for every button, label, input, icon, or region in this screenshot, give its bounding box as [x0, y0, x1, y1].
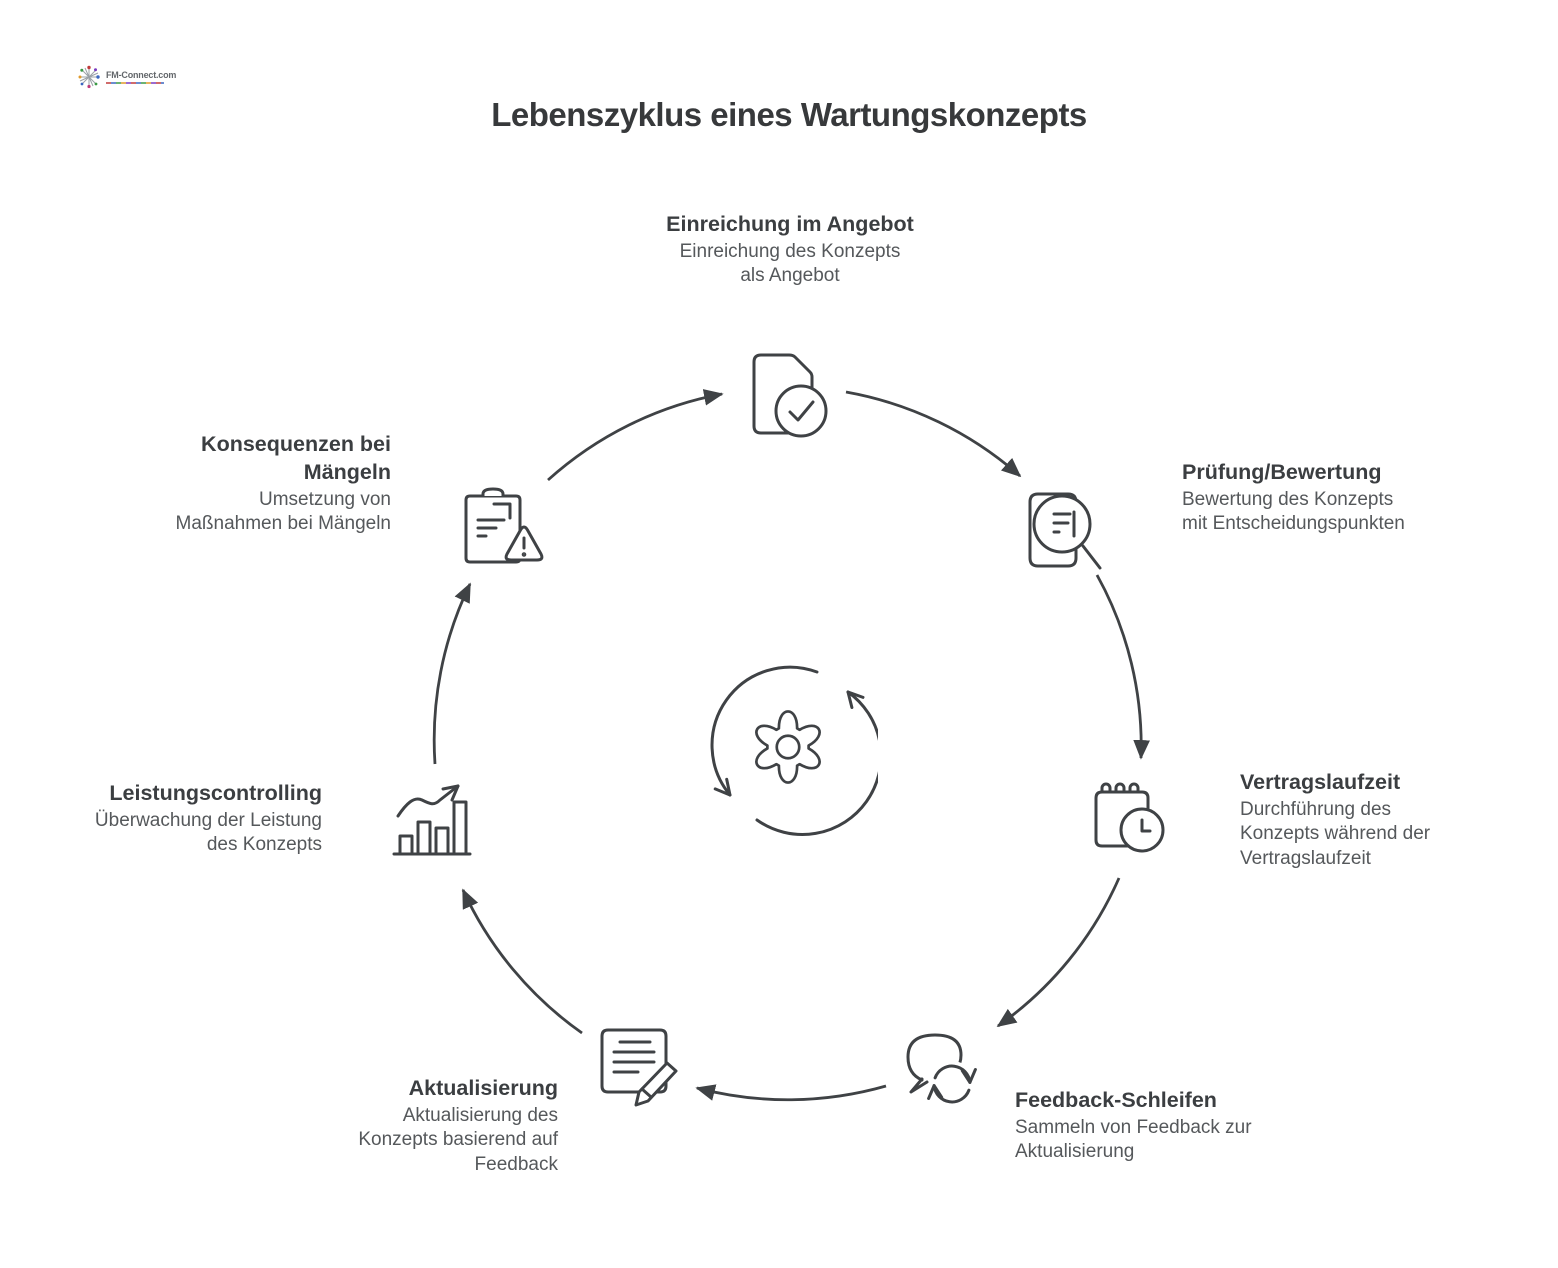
document-magnifier-icon	[1028, 492, 1102, 570]
logo-starburst-icon	[78, 65, 100, 89]
stage-konsequenzen: Konsequenzen bei Mängeln Umsetzung von M…	[110, 430, 391, 537]
stage-title: Feedback-Schleifen	[1015, 1088, 1217, 1112]
stage-description: Umsetzung von Maßnahmen bei Mängeln	[175, 489, 391, 535]
stage-einreichung: Einreichung im Angebot Einreichung des K…	[565, 210, 1015, 289]
stage-title: Leistungscontrolling	[109, 781, 322, 805]
arrow-aktualisierung-to-controlling	[461, 888, 583, 1035]
stage-title: Vertragslaufzeit	[1240, 770, 1401, 794]
stage-description: Aktualisierung des Konzepts basierend au…	[358, 1105, 558, 1175]
stage-title: Einreichung im Angebot	[666, 212, 914, 236]
arrow-vertrag-to-feedback	[996, 877, 1121, 1028]
stage-feedback: Feedback-Schleifen Sammeln von Feedback …	[1015, 1086, 1345, 1165]
stage-title: Aktualisierung	[408, 1076, 558, 1100]
document-pencil-icon	[600, 1028, 678, 1107]
arrow-einreichung-to-pruefung	[845, 390, 1022, 478]
stage-vertragslaufzeit: Vertragslaufzeit Durchführung des Konzep…	[1240, 768, 1520, 871]
stage-title: Konsequenzen bei Mängeln	[201, 432, 391, 484]
calendar-clock-icon	[1094, 782, 1165, 853]
arrow-konsequenzen-to-einreichung	[547, 389, 724, 482]
arrow-controlling-to-konsequenzen	[432, 582, 472, 765]
stage-leistungscontrolling: Leistungscontrolling Überwachung der Lei…	[40, 779, 322, 858]
logo-text: FM-Connect.com	[106, 70, 177, 80]
document-check-icon	[752, 353, 828, 438]
bar-chart-icon	[392, 784, 472, 856]
stage-description: Sammeln von Feedback zur Aktualisierung	[1015, 1117, 1252, 1163]
stage-title: Prüfung/Bewertung	[1182, 460, 1382, 484]
stage-description: Einreichung des Konzepts als Angebot	[679, 241, 901, 287]
speech-refresh-icon	[906, 1033, 977, 1107]
clipboard-warning-icon	[464, 487, 544, 564]
gear-cycle-icon	[710, 665, 878, 836]
arrow-feedback-to-aktualisierung	[695, 1084, 887, 1102]
stage-pruefung: Prüfung/Bewertung Bewertung des Konzepts…	[1182, 458, 1502, 537]
stage-description: Bewertung des Konzepts mit Entscheidungs…	[1182, 489, 1405, 535]
fm-connect-logo: FM-Connect.com	[76, 64, 176, 90]
stage-description: Durchführung des Konzepts während der Ve…	[1240, 799, 1431, 869]
stage-description: Überwachung der Leistung des Konzepts	[94, 810, 322, 856]
stage-aktualisierung: Aktualisierung Aktualisierung des Konzep…	[290, 1074, 558, 1177]
page-title: Lebenszyklus eines Wartungskonzepts	[491, 96, 1087, 133]
logo-tagline-bar	[106, 81, 164, 84]
arrow-pruefung-to-vertrag	[1095, 574, 1151, 760]
